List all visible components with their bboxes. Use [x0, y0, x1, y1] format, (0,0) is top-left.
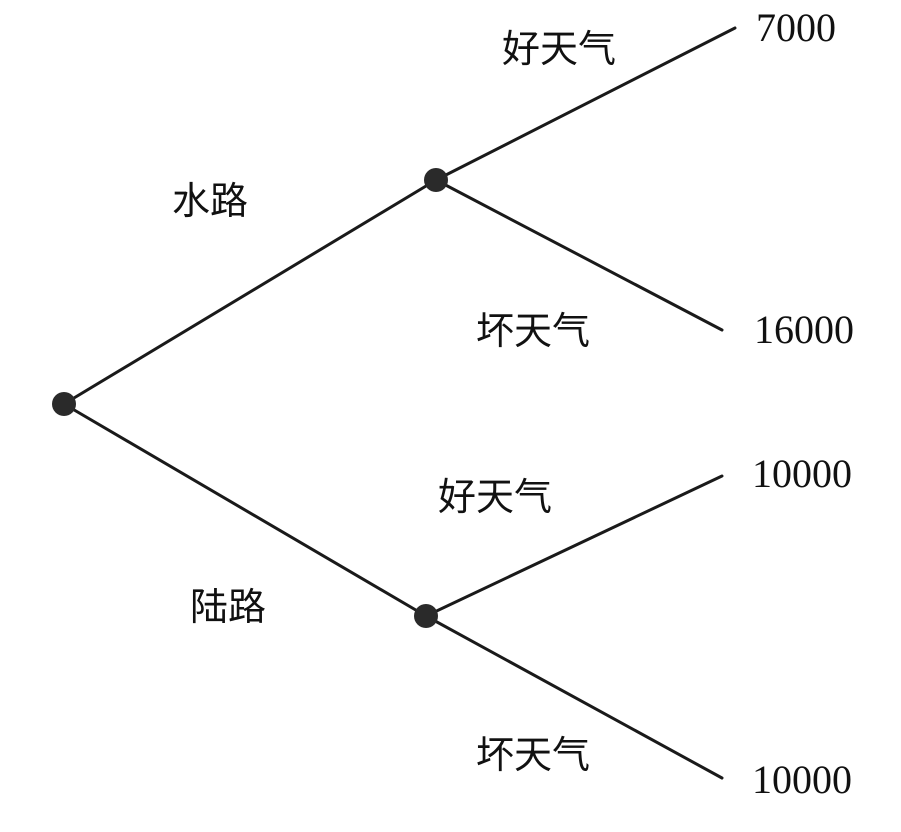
land-chance-node — [414, 604, 438, 628]
water-bad-weather-value: 16000 — [754, 307, 854, 352]
water-good-weather-label: 好天气 — [502, 27, 617, 71]
water-route-branch — [62, 178, 438, 406]
water-route-label: 水路 — [172, 179, 249, 223]
land-route-label: 陆路 — [190, 585, 267, 629]
water-bad-weather-label: 坏天气 — [476, 309, 591, 353]
land-good-weather-branch — [424, 474, 724, 618]
root-decision-node — [52, 392, 76, 416]
land-bad-weather-value: 10000 — [752, 757, 852, 802]
water-bad-weather-branch — [434, 178, 724, 332]
land-good-weather-value: 10000 — [752, 451, 852, 496]
land-route-branch — [62, 402, 428, 618]
water-chance-node — [424, 168, 448, 192]
land-good-weather-label: 好天气 — [438, 475, 553, 519]
water-good-weather-value: 7000 — [756, 5, 836, 50]
land-bad-weather-label: 坏天气 — [476, 733, 591, 777]
land-bad-weather-branch — [424, 614, 724, 780]
water-good-weather-branch — [434, 26, 737, 182]
